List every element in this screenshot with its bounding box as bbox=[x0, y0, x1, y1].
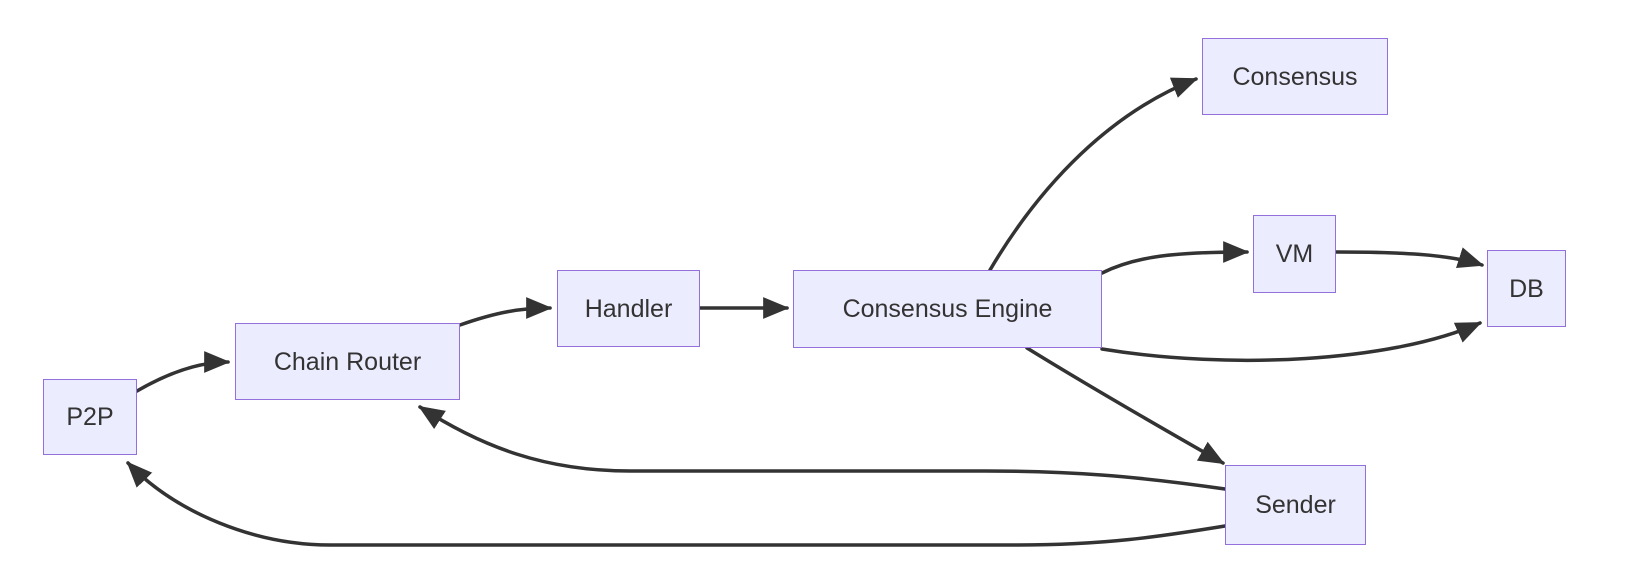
edge-chain-router-to-handler bbox=[458, 297, 553, 327]
edge-consensus-engine-to-vm bbox=[1100, 241, 1250, 275]
edge-vm-to-db bbox=[1334, 247, 1485, 268]
edge-p2p-to-chain-router bbox=[135, 351, 231, 393]
edge-sender-to-p2p bbox=[126, 461, 1227, 547]
node-chain-router-label: Chain Router bbox=[273, 347, 422, 376]
node-db: DB bbox=[1487, 250, 1566, 327]
edge-sender-to-chain-router bbox=[418, 405, 1227, 491]
node-consensus: Consensus bbox=[1202, 38, 1388, 115]
node-p2p-label: P2P bbox=[66, 403, 114, 431]
node-consensus-engine-label: Consensus Engine bbox=[842, 295, 1053, 323]
node-vm: VM bbox=[1253, 215, 1336, 293]
node-consensus-label: Consensus bbox=[1232, 62, 1358, 91]
node-db-label: DB bbox=[1509, 274, 1544, 303]
node-handler: Handler bbox=[557, 270, 700, 347]
node-vm-label: VM bbox=[1275, 240, 1314, 268]
node-consensus-engine: Consensus Engine bbox=[793, 270, 1102, 348]
edge-consensus-engine-to-consensus bbox=[988, 77, 1199, 272]
node-handler-label: Handler bbox=[584, 294, 673, 323]
node-sender: Sender bbox=[1225, 465, 1366, 545]
node-chain-router: Chain Router bbox=[235, 323, 460, 400]
node-sender-label: Sender bbox=[1255, 491, 1336, 519]
edge-consensus-engine-to-db bbox=[1100, 321, 1482, 363]
node-p2p: P2P bbox=[43, 379, 137, 455]
edge-consensus-engine-to-sender bbox=[1025, 346, 1225, 465]
